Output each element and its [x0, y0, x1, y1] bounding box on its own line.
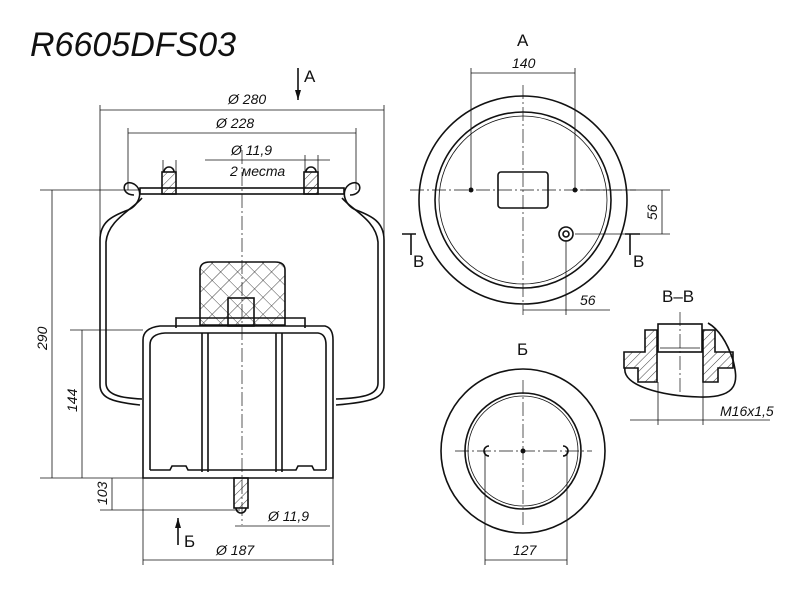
dim-outer-diameter: Ø 280 — [227, 91, 266, 107]
dim-plate-diameter: Ø 228 — [215, 115, 254, 131]
piston — [142, 325, 334, 479]
view-a-label: A — [517, 31, 529, 50]
top-stud-right — [303, 171, 319, 195]
center-hole — [520, 448, 526, 454]
top-plate — [139, 187, 345, 195]
dim-piston-diameter: Ø 187 — [215, 542, 255, 558]
view-b: Б 127 — [440, 340, 606, 565]
air-valve — [558, 226, 574, 242]
piston-outer-circle — [440, 368, 606, 534]
arrow-icon — [295, 90, 301, 100]
section-mark-left: B — [413, 252, 424, 271]
dim-piston-height: 144 — [64, 388, 80, 412]
dim-top-stud-diameter: Ø 11,9 — [230, 142, 272, 158]
section-bb: B–B M16x1,5 — [623, 287, 774, 425]
top-stud-left — [161, 171, 177, 195]
valve-insert — [657, 323, 703, 353]
dim-stud-spacing: 140 — [512, 55, 536, 71]
bottom-stud — [233, 477, 249, 509]
mount-hole — [562, 445, 569, 457]
dim-valve-vertical: 56 — [644, 204, 660, 220]
dim-hole-spacing: 127 — [513, 542, 538, 558]
view-arrow-b-label: Б — [184, 532, 195, 551]
mount-hole — [483, 445, 490, 457]
front-view: A — [34, 67, 385, 565]
dim-valve-horizontal: 56 — [580, 292, 596, 308]
dim-bottom-height: 103 — [94, 481, 110, 505]
section-bb-label: B–B — [662, 287, 694, 306]
bumper — [199, 261, 286, 326]
dim-bottom-stud-diameter: Ø 11,9 — [267, 508, 309, 524]
bellows-right — [335, 181, 385, 406]
view-b-label: Б — [517, 340, 528, 359]
center-pad — [497, 171, 549, 209]
drawing-title: R6605DFS03 — [30, 26, 236, 64]
section-mark-right: B — [633, 252, 644, 271]
view-arrow-a-label: A — [304, 67, 316, 86]
thread-spec: M16x1,5 — [720, 403, 774, 419]
dimensions — [40, 105, 385, 565]
view-a: A 140 56 56 B B — [402, 31, 670, 315]
stud-count-note: 2 места — [229, 163, 285, 179]
arrow-icon — [175, 518, 181, 528]
dim-total-height: 290 — [34, 326, 50, 351]
